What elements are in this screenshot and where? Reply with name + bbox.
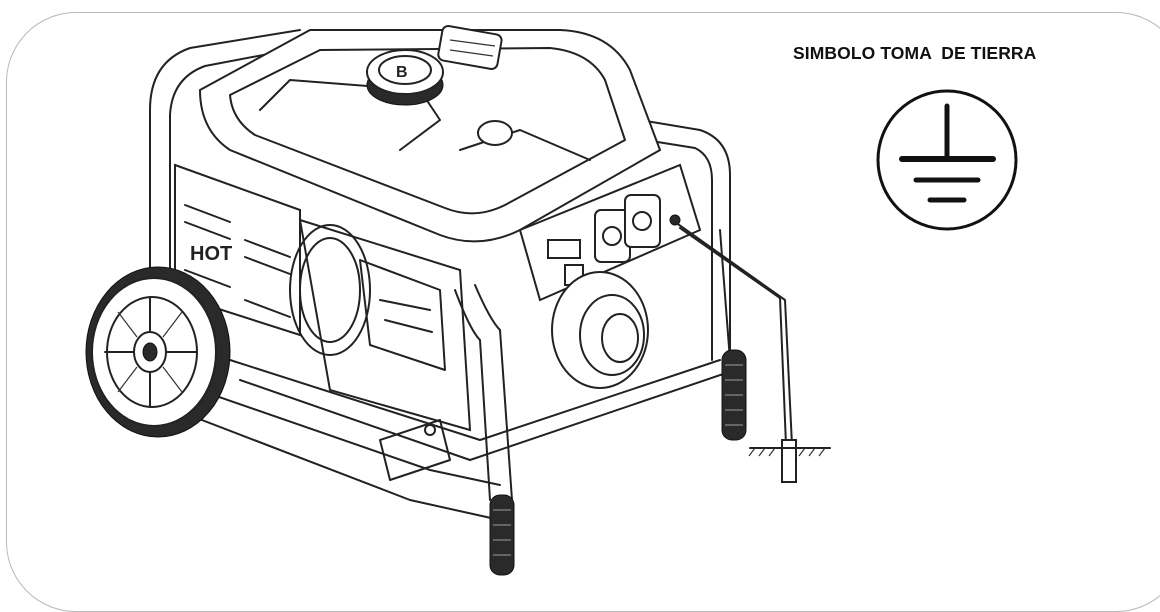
- control-panel: [518, 163, 702, 302]
- fuel-gauge-icon: [477, 120, 513, 146]
- ground-cable: [674, 221, 831, 483]
- alternator: [551, 271, 649, 389]
- hot-marking: HOT: [190, 243, 232, 265]
- ground-rod-icon: [781, 439, 797, 483]
- engine-block: [289, 218, 472, 432]
- frame-tubes: [149, 29, 736, 521]
- socket-icon-2: [624, 194, 661, 248]
- handle-grip-icon: [489, 349, 747, 576]
- svg-text:B: B: [396, 64, 408, 81]
- generator-illustration: B HOT: [85, 24, 1018, 576]
- front-handle-tubes: [454, 229, 731, 501]
- ground-terminal-icon: [669, 214, 681, 226]
- fuel-cap-icon: B: [366, 49, 444, 106]
- ground-symbol-label: SIMBOLO TOMA DE TIERRA: [793, 43, 1037, 63]
- ground-symbol-icon: [876, 89, 1018, 231]
- hour-meter-icon: [547, 239, 581, 259]
- fuel-tank: [198, 24, 662, 243]
- base-plate: [379, 419, 451, 481]
- wheel-icon: [85, 266, 231, 438]
